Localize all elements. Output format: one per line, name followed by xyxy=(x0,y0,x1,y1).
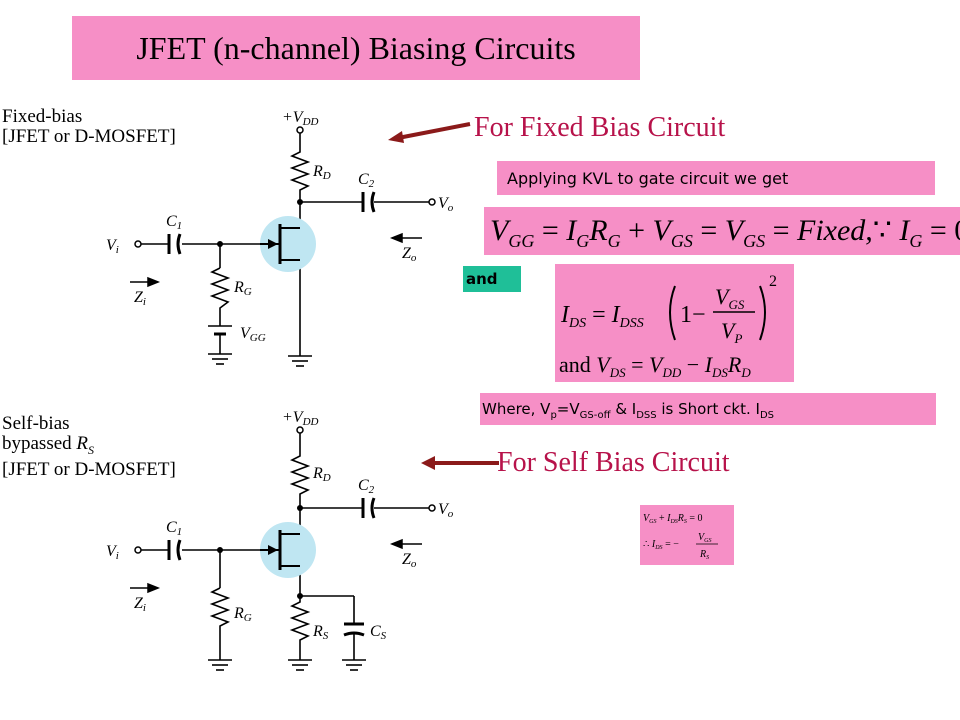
fixed-bias-equation: VGG = IGRG + VGS = VGS = Fixed,∵ IG = 0 xyxy=(490,214,960,251)
self-drain-node xyxy=(297,505,303,511)
and-label: and xyxy=(463,266,521,292)
kvl-text-box: Applying KVL to gate circuit we get xyxy=(497,161,935,195)
fixed-jfet-arrow xyxy=(268,239,278,249)
gate-node xyxy=(217,241,223,247)
self-rs-label: RS xyxy=(312,623,329,642)
svg-text:∴ IDS = −: ∴ IDS = − xyxy=(643,539,679,551)
self-bias-label-rs: RS xyxy=(76,433,95,457)
self-rd-label: RD xyxy=(312,465,331,484)
self-vi-terminal xyxy=(134,546,142,554)
vi-terminal xyxy=(134,240,142,248)
self-gate-node xyxy=(217,547,223,553)
self-bias-label-line2-prefix: bypassed xyxy=(2,433,72,454)
self-bias-callout: For Self Bias Circuit xyxy=(497,447,730,478)
fixed-bias-arrow xyxy=(388,122,471,143)
where-mid3: is Short ckt. I xyxy=(656,400,760,418)
c1-label: C1 xyxy=(166,213,182,232)
where-sub-p: p xyxy=(550,410,557,421)
where-sub-ds: DS xyxy=(759,410,775,421)
fixed-bias-label-line2: [JFET or D-MOSFET] xyxy=(2,126,176,147)
svg-text:VGS: VGS xyxy=(715,284,745,312)
rd-label: RD xyxy=(312,163,331,182)
self-rg-label: RG xyxy=(233,605,252,624)
c2-label: C2 xyxy=(358,171,375,190)
svg-text:and VDS = VDD − IDSRD: and VDS = VDD − IDSRD xyxy=(559,352,751,380)
where-prefix: Where, V xyxy=(482,400,551,418)
self-impedance-arrows xyxy=(130,538,422,594)
self-source-node xyxy=(297,593,303,599)
self-vdd-terminal xyxy=(296,426,304,434)
fixed-jfet-glow xyxy=(260,216,316,272)
ids-equation-box: IDS = IDSS 1− VGS VP 2 and VDS = VDD − I… xyxy=(555,264,794,382)
vdd-terminal xyxy=(296,126,304,134)
fixed-bias-circuit: +VDD RD C2 C1 Vo Vi Zo Zi RG VGG xyxy=(106,109,454,367)
self-bias-equation-box: VGS + IDSRS = 0 ∴ IDS = − VGS RS xyxy=(640,505,734,565)
self-jfet-arrow xyxy=(268,545,278,555)
svg-text:RS: RS xyxy=(699,549,709,561)
self-bias-equation: VGS + IDSRS = 0 ∴ IDS = − VGS RS xyxy=(643,513,718,561)
self-capacitors xyxy=(167,497,376,637)
self-vo-terminal xyxy=(428,504,436,512)
fixed-bias-callout: For Fixed Bias Circuit xyxy=(474,112,726,143)
self-cs-label: CS xyxy=(370,623,387,642)
fixed-bias-label-line1: Fixed-bias xyxy=(2,106,83,127)
self-zi-label: Zi xyxy=(134,595,146,614)
self-bias-label-line3: [JFET or D-MOSFET] xyxy=(2,458,176,480)
where-text-box: Where, Vp=VGS-off & IDSS is Short ckt. I… xyxy=(480,393,936,425)
impedance-arrows xyxy=(130,232,422,288)
vdd-label: +VDD xyxy=(282,109,319,128)
self-bias-label: Self-bias bypassed RS [JFET or D-MOSFET] xyxy=(2,414,176,480)
self-jfet-glow xyxy=(260,522,316,578)
where-sub-dss: DSS xyxy=(636,410,657,421)
zi-label: Zi xyxy=(134,289,146,308)
where-mid2: & I xyxy=(610,400,637,418)
vo-terminal xyxy=(428,198,436,206)
self-bias-label-line1: Self-bias xyxy=(2,413,70,434)
vi-label: Vi xyxy=(106,237,119,256)
page-title: JFET (n-channel) Biasing Circuits xyxy=(136,30,576,66)
svg-text:IDS = IDSS: IDS = IDSS xyxy=(560,302,644,331)
fixed-bias-equation-box: VGG = IGRG + VGS = VGS = Fixed,∵ IG = 0 xyxy=(484,207,960,255)
rg-label: RG xyxy=(233,279,252,298)
vo-label: Vo xyxy=(438,195,454,214)
svg-text:VP: VP xyxy=(721,318,742,346)
self-vi-label: Vi xyxy=(106,543,119,562)
svg-text:1−: 1− xyxy=(680,302,706,328)
drain-node xyxy=(297,199,303,205)
self-zo-label: Zo xyxy=(402,551,417,570)
self-c2-label: C2 xyxy=(358,477,375,496)
where-sub-gsoff: GS-off xyxy=(579,410,611,421)
svg-text:VGS: VGS xyxy=(698,532,711,544)
fixed-capacitors xyxy=(167,191,376,255)
self-c1-label: C1 xyxy=(166,519,182,538)
vgg-label: VGG xyxy=(240,325,266,344)
fixed-bias-label: Fixed-bias [JFET or D-MOSFET] xyxy=(2,107,176,147)
svg-text:VGS + IDSRS = 0: VGS + IDSRS = 0 xyxy=(643,513,703,525)
zo-label: Zo xyxy=(402,245,417,264)
self-bias-circuit: +VDD RD C2 C1 Vo Vi Zo Zi RG RS CS xyxy=(106,409,454,671)
self-vdd-label: +VDD xyxy=(282,409,319,428)
title-background xyxy=(72,16,640,80)
ids-equation: IDS = IDSS 1− VGS VP 2 and VDS = VDD − I… xyxy=(559,273,777,380)
self-bias-arrow xyxy=(421,456,499,470)
self-bias-wires xyxy=(140,432,430,671)
where-mid1: =V xyxy=(556,400,580,418)
self-vo-label: Vo xyxy=(438,501,454,520)
self-bias-label-line2: bypassed RS xyxy=(2,434,176,460)
svg-text:2: 2 xyxy=(769,273,777,290)
